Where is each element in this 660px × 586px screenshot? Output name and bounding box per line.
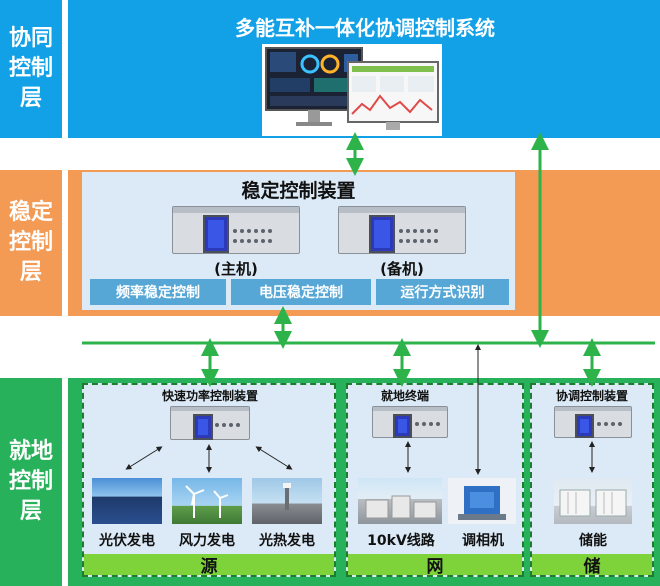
local-terminal-device [372,406,448,438]
dashboard-monitors-image [265,47,439,130]
unit-wind: 风力发电 [179,533,235,549]
backup-controller-label: (备机) [380,260,424,278]
wind-turbine-graphic [185,485,229,518]
unit-10kv-line: 10kV线路 [367,533,435,549]
link-device-photovoltaic [125,446,163,470]
energy-storage-image [554,478,632,524]
storage-footer: 储 [532,554,652,577]
fast-power-control-device [170,406,250,440]
grid-footer: 网 [348,554,522,577]
unit-synchronous-condenser: 调相机 [462,533,504,549]
coordination-layer-label: 协同 控制 层 [0,0,62,138]
local-layer-label: 就地 控制 层 [0,378,62,586]
main-controller-label: (主机) [214,260,258,278]
local-layer-text: 就地 控制 层 [8,439,53,524]
monitor-screens [262,44,442,136]
unit-energy-storage: 储能 [579,533,607,549]
link-device-solar-thermal [255,446,293,470]
solar-thermal-image [252,478,322,524]
synchronous-condenser-image [448,478,516,524]
function-frequency-control: 频率稳定控制 [90,279,226,305]
coordination-controller-label: 协调控制装置 [555,389,628,403]
solar-tower-graphic [283,483,291,510]
stability-layer-text: 稳定 控制 层 [8,200,53,285]
storage-container-graphic [559,489,627,517]
unit-photovoltaic: 光伏发电 [99,533,155,549]
line-10kv-image [358,478,442,524]
wind-power-image [172,478,242,524]
local-terminal-label: 就地终端 [380,389,429,403]
stability-layer-label: 稳定 控制 层 [0,170,62,316]
condenser-graphic [458,486,506,520]
photovoltaic-image [92,478,162,524]
coordination-controller-device [554,406,632,438]
function-voltage-control: 电压稳定控制 [231,279,371,305]
fast-power-control-label: 快速功率控制装置 [161,389,258,403]
stability-panel-title: 稳定控制装置 [241,180,356,202]
main-controller-device [172,206,300,254]
coordination-layer-text: 协同 控制 层 [8,26,53,111]
substation-graphic [365,495,437,519]
unit-solar-thermal: 光热发电 [259,533,315,549]
system-title: 多能互补一体化协调控制系统 [235,16,495,40]
function-mode-identification: 运行方式识别 [376,279,509,305]
backup-controller-device [338,206,466,254]
source-footer: 源 [84,554,334,577]
